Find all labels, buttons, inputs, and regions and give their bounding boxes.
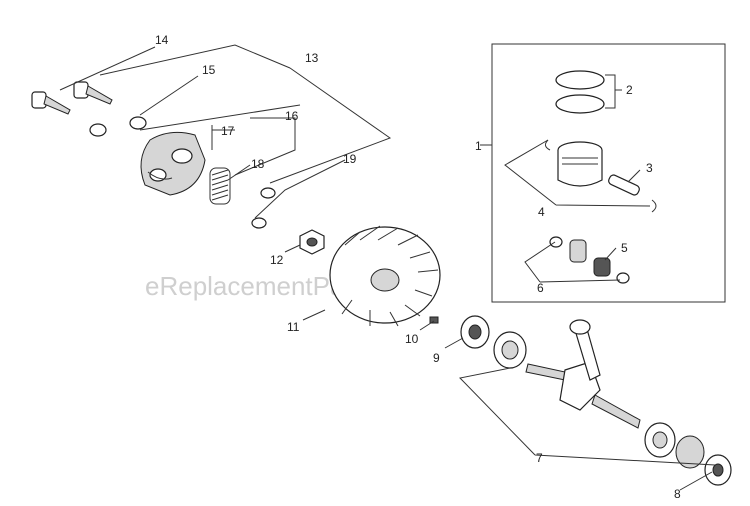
callout-18: 18 <box>251 157 265 171</box>
circlip-right <box>651 199 657 213</box>
washer-right <box>129 116 147 130</box>
bearing-right <box>644 422 676 458</box>
drive-gear <box>675 435 705 469</box>
callout-3: 3 <box>646 161 653 175</box>
callout-2: 2 <box>626 83 633 97</box>
clutch-bolt-short <box>73 81 113 105</box>
piston <box>557 141 603 187</box>
needle-bearing-kit <box>549 236 630 284</box>
callout-17: 17 <box>221 124 235 138</box>
callout-10: 10 <box>405 332 419 346</box>
callout-19: 19 <box>343 152 357 166</box>
clutch-bolt-long <box>31 91 71 115</box>
oil-seal-right <box>704 454 732 486</box>
flywheel-nut <box>299 229 325 255</box>
callout-5: 5 <box>621 241 628 255</box>
piston-ring-bottom <box>555 94 605 114</box>
clutch-assembly <box>140 131 206 196</box>
crankshaft <box>525 319 641 429</box>
callout-14: 14 <box>155 33 169 47</box>
leader-lines <box>59 44 716 491</box>
callout-6: 6 <box>537 281 544 295</box>
oil-seal-left <box>460 315 490 349</box>
callout-12: 12 <box>270 253 284 267</box>
washer-19b <box>251 217 267 229</box>
callout-11: 11 <box>287 320 300 334</box>
washer-19a <box>260 187 276 199</box>
callout-4: 4 <box>538 205 545 219</box>
callout-9: 9 <box>433 351 440 365</box>
piston-pin <box>608 174 640 196</box>
callout-15: 15 <box>202 63 216 77</box>
washer-left <box>89 123 107 137</box>
callout-13: 13 <box>305 51 319 65</box>
bearing-left <box>493 331 527 369</box>
callout-labels: 1 2 3 4 5 6 7 8 9 10 11 12 13 14 15 16 1… <box>155 33 681 501</box>
flywheel <box>329 225 441 327</box>
callout-1: 1 <box>475 139 482 153</box>
callout-8: 8 <box>674 487 681 501</box>
clutch-spring <box>209 167 231 205</box>
callout-16: 16 <box>285 109 299 123</box>
callout-7: 7 <box>536 451 543 465</box>
flywheel-key <box>429 316 439 324</box>
piston-ring-top <box>555 70 605 90</box>
piston-kit-box <box>491 43 726 303</box>
